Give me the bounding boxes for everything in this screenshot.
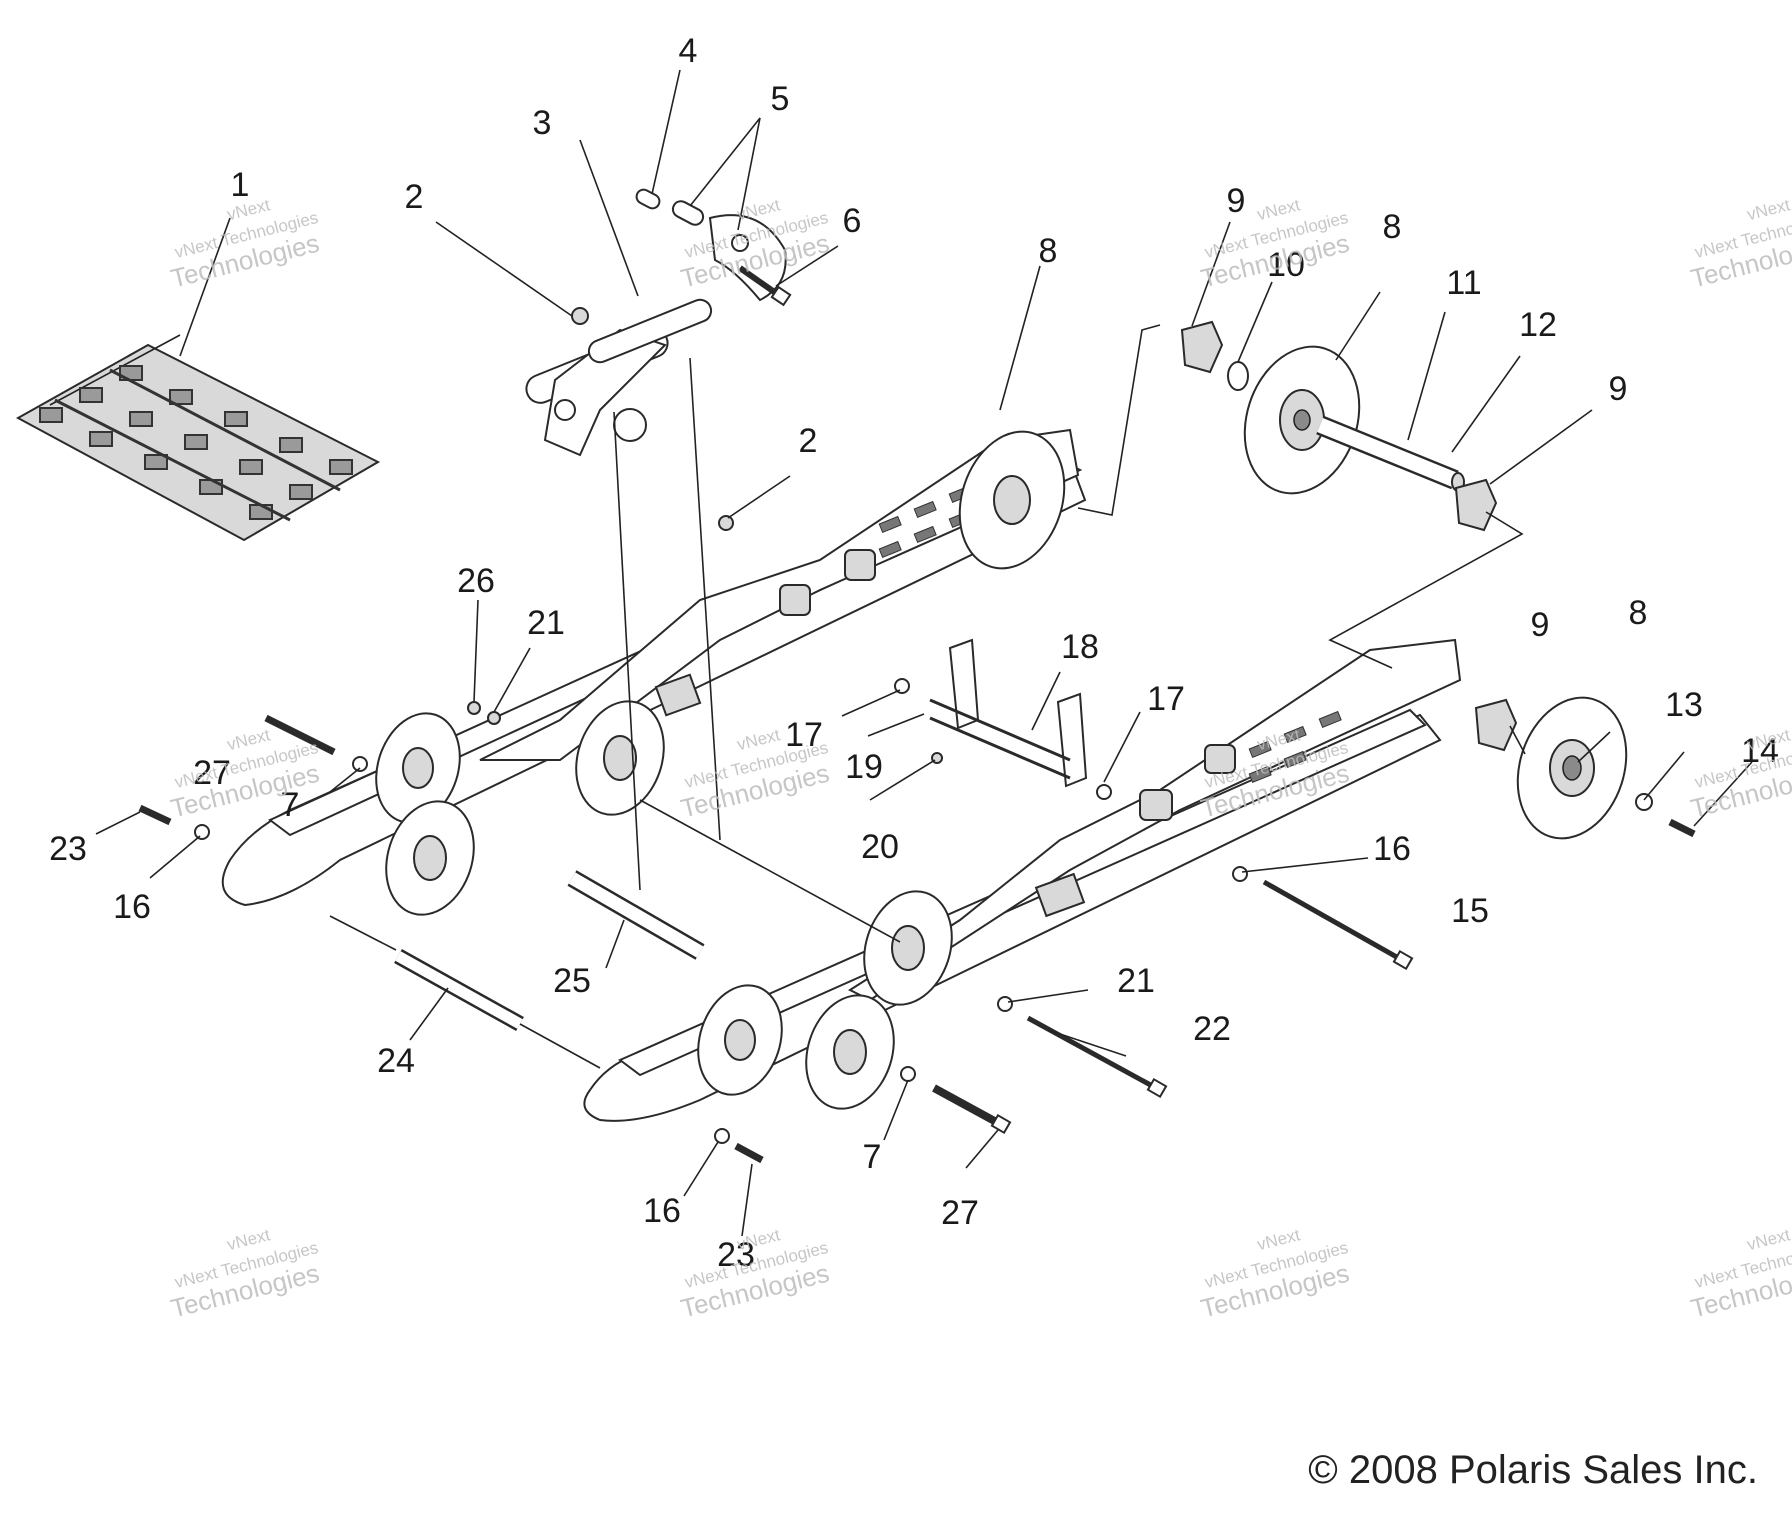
callout-label: 20	[861, 828, 899, 866]
rail-lower	[583, 638, 1462, 1122]
callout-label: 16	[1373, 830, 1411, 868]
callout-label: 2	[799, 422, 818, 460]
callout-label: 7	[863, 1138, 882, 1176]
callout-label: 23	[49, 830, 87, 868]
scissor-stop	[929, 638, 1088, 788]
callout-label: 8	[1629, 594, 1648, 632]
washer	[1227, 361, 1249, 391]
callout-label: 8	[1383, 208, 1402, 246]
callout-labels: 1 2 3 4 5 6 2 8 9 10 8 11 12 9 26 21 18 …	[49, 32, 1779, 1274]
callout-label: 11	[1446, 264, 1481, 302]
callout-label: 15	[1451, 892, 1489, 930]
callout-label: 27	[193, 754, 231, 792]
callout-label: 26	[457, 562, 495, 600]
callout-label: 7	[281, 786, 300, 824]
axle-adjusters	[1180, 320, 1518, 752]
callout-label: 16	[643, 1192, 681, 1230]
copyright-notice: © 2008 Polaris Sales Inc.	[1308, 1448, 1758, 1492]
limiter-bracket	[671, 200, 787, 302]
callout-label: 1	[231, 166, 250, 204]
front-torque-arm	[525, 298, 713, 457]
track-belt	[15, 334, 381, 542]
callout-label: 21	[527, 604, 565, 642]
small-washers	[194, 678, 1653, 1144]
callout-label: 17	[785, 716, 823, 754]
cross-shafts-and-bolts	[138, 714, 1696, 1164]
callout-label: 21	[1117, 962, 1155, 1000]
callout-label: 9	[1227, 182, 1246, 220]
callout-label: 16	[113, 888, 151, 926]
callout-label: 10	[1267, 246, 1305, 284]
callout-label: 18	[1061, 628, 1099, 666]
callout-label: 14	[1741, 732, 1779, 770]
callout-label: 27	[941, 1194, 979, 1232]
idler-wheels	[375, 345, 1628, 1110]
callout-label: 25	[553, 962, 591, 1000]
callout-label: 6	[843, 202, 862, 240]
callout-label: 5	[771, 80, 790, 118]
nut	[571, 307, 589, 325]
callout-label: 8	[1039, 232, 1058, 270]
callout-label: 9	[1531, 606, 1550, 644]
callout-label: 9	[1609, 370, 1628, 408]
bolt-upper	[738, 265, 792, 307]
callout-label: 19	[845, 748, 883, 786]
callout-label: 23	[717, 1236, 755, 1274]
nut	[718, 515, 734, 531]
callout-label: 17	[1147, 680, 1185, 718]
callout-label: 22	[1193, 1010, 1231, 1048]
callout-label: 24	[377, 1042, 415, 1080]
callout-label: 3	[533, 104, 552, 142]
leader-lines	[95, 69, 1753, 1237]
callout-label: 12	[1519, 306, 1557, 344]
callout-label: 4	[679, 32, 698, 70]
callout-label: 13	[1665, 686, 1703, 724]
spacer	[635, 188, 661, 210]
callout-label: 2	[405, 178, 424, 216]
